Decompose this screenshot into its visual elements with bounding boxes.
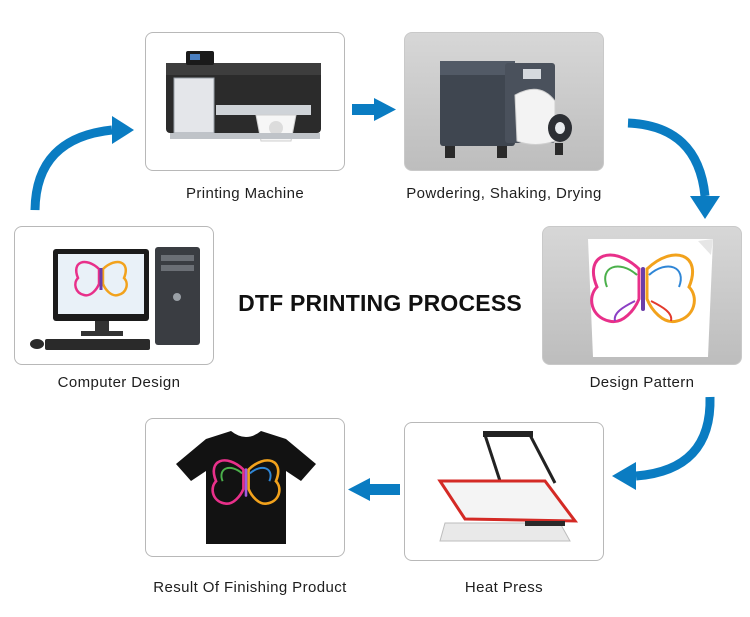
butterfly-transfer-image bbox=[588, 239, 713, 357]
computer-design-card bbox=[14, 226, 214, 365]
powdering-card bbox=[404, 32, 604, 171]
arrow-right-icon bbox=[352, 98, 396, 121]
tshirt-image bbox=[176, 431, 316, 544]
arrow-curve-up-icon bbox=[30, 116, 134, 211]
arrow-left-icon bbox=[348, 478, 400, 501]
design-pattern-card bbox=[542, 226, 742, 365]
result-card bbox=[145, 418, 345, 557]
printer-image bbox=[166, 51, 321, 142]
arrow-curve-left-icon bbox=[612, 396, 715, 490]
diagram-title: DTF PRINTING PROCESS bbox=[238, 290, 522, 316]
result-label: Result Of Finishing Product bbox=[153, 579, 347, 596]
computer-design-label: Computer Design bbox=[57, 374, 181, 391]
powder-shaker-image bbox=[440, 61, 572, 158]
computer-image bbox=[30, 247, 200, 350]
heat-press-image bbox=[437, 431, 579, 542]
powdering-label: Powdering, Shaking, Drying bbox=[406, 185, 602, 202]
heat-press-card bbox=[404, 422, 604, 561]
arrow-curve-down-icon bbox=[627, 118, 720, 219]
printing-machine-card bbox=[145, 32, 345, 171]
heat-press-label: Heat Press bbox=[464, 579, 544, 596]
printing-machine-label: Printing Machine bbox=[185, 185, 305, 202]
design-pattern-label: Design Pattern bbox=[589, 374, 695, 391]
